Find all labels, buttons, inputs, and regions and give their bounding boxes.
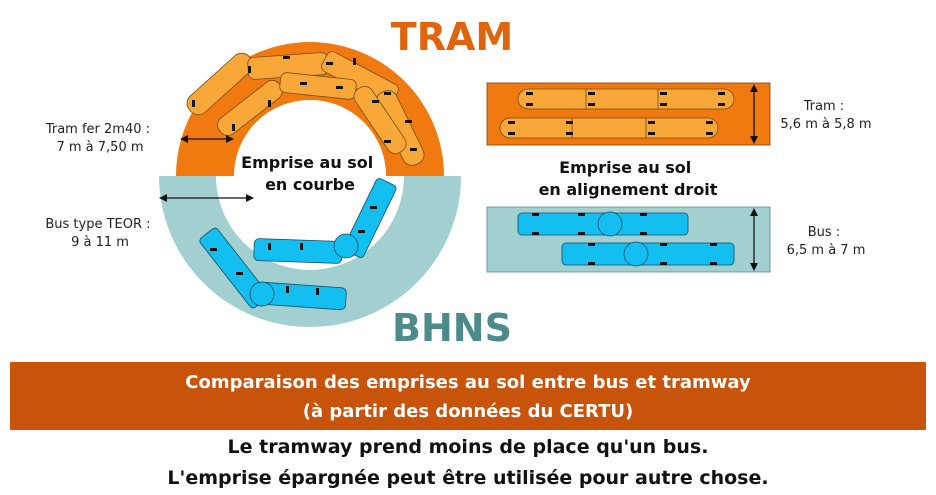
curve-dimension-arrows: [159, 135, 254, 202]
tram-title: TRAM: [391, 15, 513, 59]
bus-straight-vehicle: [517, 211, 735, 267]
straight-tram-label: Tram : 5,6 m à 5,8 m: [780, 99, 871, 132]
straight-center-line1: Emprise au sol: [559, 158, 691, 177]
curve-bus-label-line2: 9 à 11 m: [71, 235, 129, 250]
curve-tram-label-line1: Tram fer 2m40 :: [45, 122, 150, 137]
straight-dimension-arrows: [750, 84, 758, 271]
bus-curve-door-marks: [210, 206, 377, 295]
tram-curve-inner-vehicle: [217, 72, 407, 155]
curve-bus-label-line1: Bus type TEOR :: [45, 217, 150, 232]
curve-tram-label: Tram fer 2m40 : 7 m à 7,50 m: [45, 122, 154, 155]
curve-tram-label-line2: 7 m à 7,50 m: [56, 140, 143, 155]
tram-straight-vehicle: [499, 88, 735, 139]
straight-bus-label: Bus : 6,5 m à 7 m: [787, 225, 866, 258]
caption-line1: Comparaison des emprises au sol entre bu…: [185, 372, 751, 393]
curve-center-line1: Emprise au sol: [241, 153, 373, 172]
straight-tram-label-line1: Tram :: [803, 99, 845, 114]
caption-line2: (à partir des données du CERTU): [302, 401, 634, 422]
straight-bus-label-line2: 6,5 m à 7 m: [787, 243, 866, 258]
straight-center-line2: en alignement droit: [539, 180, 718, 199]
conclusion-text: Le tramway prend moins de place qu'un bu…: [0, 432, 936, 494]
straight-center-label: Emprise au sol en alignement droit: [539, 158, 718, 199]
straight-tram-label-line2: 5,6 m à 5,8 m: [780, 117, 871, 132]
bhns-title: BHNS: [392, 306, 512, 350]
tram-curve-outer-vehicle: [186, 51, 425, 166]
conclusion-line1: Le tramway prend moins de place qu'un bu…: [227, 436, 709, 458]
curve-center-label: Emprise au sol en courbe: [241, 153, 379, 194]
bus-straight-door-marks: [532, 213, 717, 265]
caption-banner: Comparaison des emprises au sol entre bu…: [10, 362, 926, 430]
ground-footprint-diagram: TRAM BHNS: [45, 15, 872, 350]
curve-center-line2: en courbe: [265, 175, 355, 194]
tram-curve-door-marks: [192, 56, 417, 151]
tram-straight-door-marks: [508, 92, 725, 135]
curve-bus-label: Bus type TEOR : 9 à 11 m: [45, 217, 154, 250]
straight-bus-label-line1: Bus :: [808, 225, 840, 240]
conclusion-line2: L'emprise épargnée peut être utilisée po…: [167, 467, 769, 489]
